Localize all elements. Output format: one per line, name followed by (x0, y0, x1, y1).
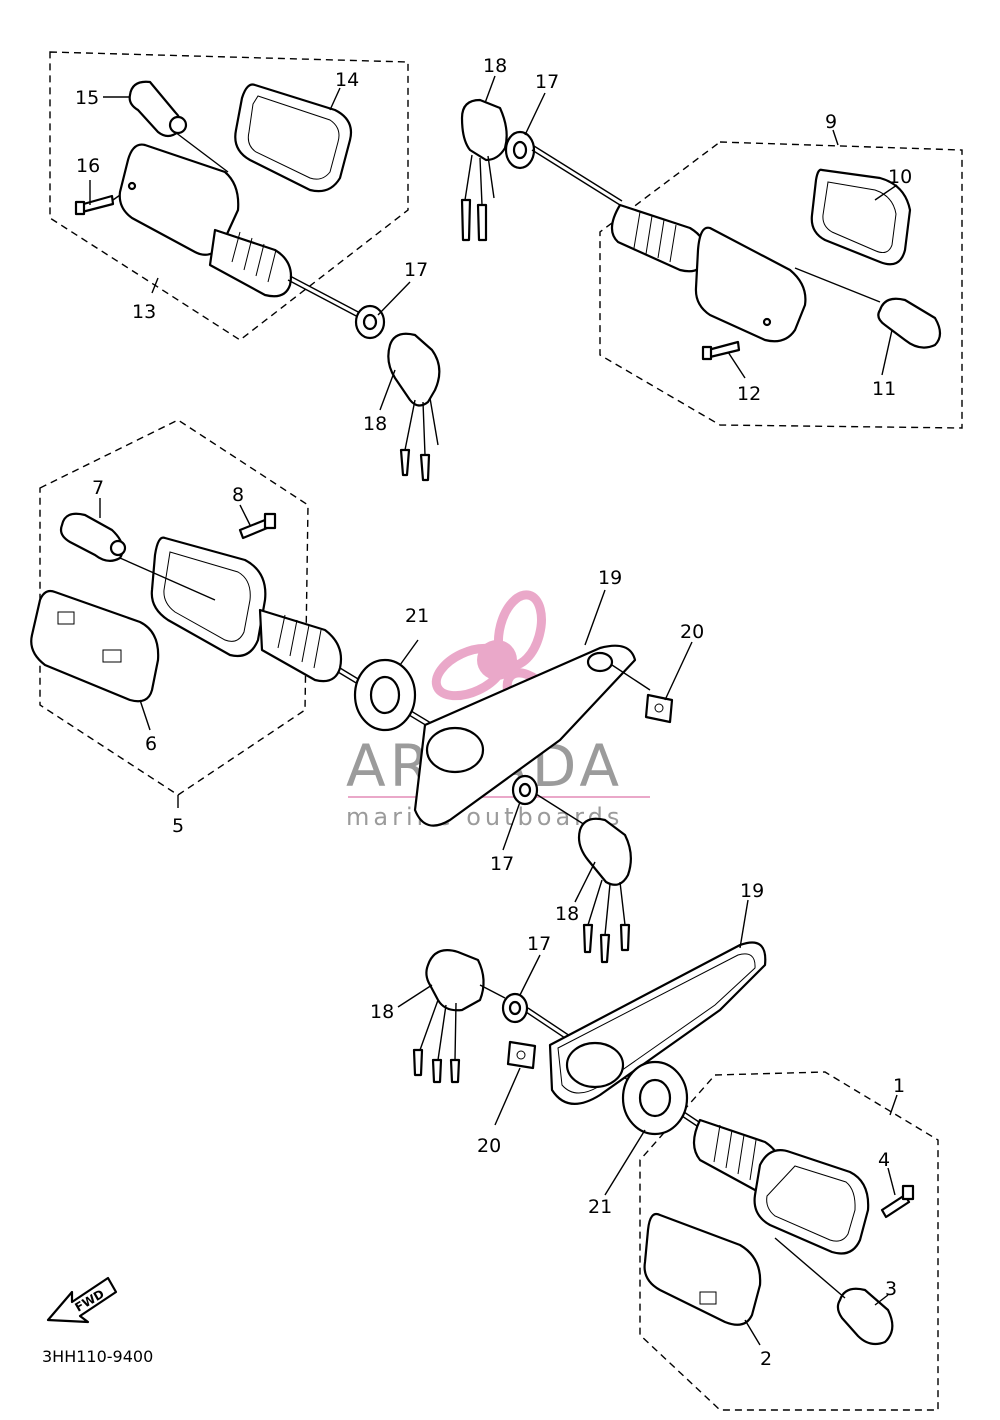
callout-2: 2 (760, 1348, 772, 1370)
callout-18d: 18 (370, 1001, 394, 1023)
callout-11: 11 (872, 378, 896, 400)
group-outline-1 (639, 1071, 939, 1411)
callout-labels: 15 14 16 13 17 18 18 17 9 10 12 11 7 8 6… (75, 55, 912, 1370)
watermark-logo: ARMADA marine outboards (346, 590, 650, 831)
callout-20b: 20 (477, 1135, 501, 1157)
callout-7: 7 (92, 477, 104, 499)
callout-18a: 18 (363, 413, 387, 435)
callout-17b: 17 (535, 71, 559, 93)
callout-17a: 17 (404, 259, 428, 281)
callout-1: 1 (893, 1075, 905, 1097)
diagram-code: 3HH110-9400 (42, 1347, 153, 1366)
turn-signal-assembly-1 (412, 941, 915, 1346)
callout-5: 5 (172, 815, 184, 837)
callout-12: 12 (737, 383, 761, 405)
callout-20a: 20 (680, 621, 704, 643)
turn-signal-assembly-13 (74, 80, 441, 482)
fwd-arrow-icon: FWD (46, 1276, 118, 1324)
turn-signal-assembly-9 (460, 98, 942, 361)
callout-15: 15 (75, 87, 99, 109)
callout-16: 16 (76, 155, 100, 177)
callout-9: 9 (825, 111, 837, 133)
callout-10: 10 (888, 166, 912, 188)
callout-19b: 19 (740, 880, 764, 902)
leader-lines (89, 75, 898, 1346)
group-outline-5 (39, 419, 309, 796)
callout-19a: 19 (598, 567, 622, 589)
callout-13: 13 (132, 301, 156, 323)
callout-18b: 18 (483, 55, 507, 77)
callout-6: 6 (145, 733, 157, 755)
callout-4: 4 (878, 1149, 890, 1171)
callout-17d: 17 (527, 933, 551, 955)
callout-21b: 21 (588, 1196, 612, 1218)
group-outline-9 (599, 141, 963, 429)
callout-3: 3 (885, 1278, 897, 1300)
callout-17c: 17 (490, 853, 514, 875)
callout-8: 8 (232, 484, 244, 506)
callout-14: 14 (335, 69, 359, 91)
callout-21a: 21 (405, 605, 429, 627)
turn-signal-assembly-5 (30, 512, 674, 964)
watermark-subtitle: marine outboards (346, 803, 623, 831)
callout-18c: 18 (555, 903, 579, 925)
